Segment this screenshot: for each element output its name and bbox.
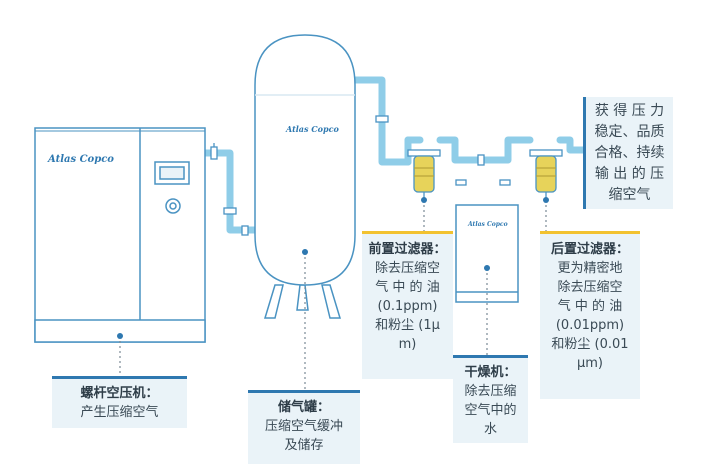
compressor-unit bbox=[34, 127, 206, 343]
post-filter-unit bbox=[529, 149, 563, 200]
compressor-title: 螺杆空压机： bbox=[80, 386, 159, 401]
compressor-desc: 产生压缩空气 bbox=[80, 405, 159, 420]
output-desc: 获 得 压 力 稳定、品质 合格、持续 输 出 的 压 缩空气 bbox=[594, 103, 665, 203]
pre-filter-desc: 除去压缩空 气 中 的 油 (0.1ppm) 和粉尘 (1μ m) bbox=[374, 261, 440, 352]
valves bbox=[210, 115, 511, 236]
post-filter-card: 后置过滤器： 更为精密地 除去压缩空 气 中 的 油 (0.01ppm) 和粉尘… bbox=[540, 231, 640, 399]
output-card: 获 得 压 力 稳定、品质 合格、持续 输 出 的 压 缩空气 bbox=[583, 97, 673, 209]
leader-lines bbox=[119, 200, 547, 390]
dryer-desc: 除去压缩 空气中的 水 bbox=[464, 384, 517, 437]
pre-filter-card: 前置过滤器： 除去压缩空 气 中 的 油 (0.1ppm) 和粉尘 (1μ m) bbox=[362, 231, 453, 379]
post-filter-desc: 更为精密地 除去压缩空 气 中 的 油 (0.01ppm) 和粉尘 (0.01 … bbox=[551, 261, 629, 371]
compressor-logo: Atlas Copco bbox=[47, 154, 114, 165]
tank-desc: 压缩空气缓冲 及储存 bbox=[264, 419, 343, 453]
air-tank bbox=[254, 34, 356, 319]
compressor-card: 螺杆空压机： 产生压缩空气 bbox=[52, 376, 187, 428]
tank-logo: Atlas Copco bbox=[285, 124, 339, 134]
dryer-logo: Atlas Copco bbox=[467, 221, 508, 228]
dryer-card: 干燥机： 除去压缩 空气中的 水 bbox=[453, 355, 528, 443]
dryer-unit bbox=[455, 204, 519, 303]
pre-filter-title: 前置过滤器： bbox=[368, 242, 447, 257]
tank-title: 储气罐： bbox=[277, 400, 330, 415]
leader-dots bbox=[117, 197, 549, 339]
post-filter-title: 后置过滤器： bbox=[550, 242, 629, 257]
pre-filter-unit bbox=[407, 149, 441, 200]
tank-card: 储气罐： 压缩空气缓冲 及储存 bbox=[248, 390, 360, 464]
dryer-title: 干燥机： bbox=[464, 365, 517, 380]
